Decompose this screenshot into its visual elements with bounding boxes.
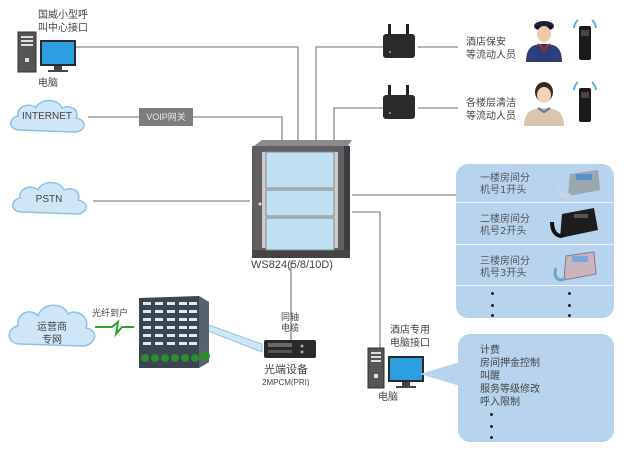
carrier-cloud-icon (8, 304, 96, 347)
features-panel: 计费 房间押金控制 叫醒 服务等级修改 呼入限制 (458, 334, 614, 442)
top-pc-label: 电脑 (38, 78, 58, 89)
gray-desk-phone-icon (558, 170, 600, 198)
feature-item: 房间押金控制 (480, 358, 540, 369)
optical-device-model: 2MPCM(PRI) (262, 378, 310, 387)
extension-separator (456, 244, 614, 245)
carrier-label-line2: 专网 (42, 335, 62, 346)
pbx-model-label: WS824(5/8/10D) (251, 259, 333, 271)
hotel-pc-caption-line1: 酒店专用 (390, 325, 430, 336)
extension-row-3-line2: 机号3开头 (480, 268, 527, 279)
coax-label-line1: 同轴 (281, 313, 300, 323)
wire-voip (192, 116, 283, 140)
voip-gateway-box: VOIP网关 (139, 108, 193, 126)
pstn-cloud-icon (12, 181, 87, 215)
extension-row-2-line2: 机号2开头 (480, 226, 527, 237)
ellipsis-dot (491, 314, 494, 317)
callout-pointer (420, 362, 460, 386)
coax-label-line2: 电缆 (281, 324, 300, 334)
extension-row-1-line2: 机号1开头 (480, 185, 527, 196)
internet-cloud-icon (10, 99, 85, 133)
wireless-group-2-line2: 等流动人员 (466, 111, 516, 122)
cleaning-staff-icon (524, 82, 564, 126)
wireless-group-1-line1: 酒店保安 (466, 37, 506, 48)
extension-separator (456, 285, 614, 286)
ellipsis-dot (568, 304, 571, 307)
wire-ap1 (315, 46, 383, 140)
extension-row-3-line1: 三楼房间分 (480, 256, 530, 267)
feature-item: 叫醒 (480, 371, 500, 382)
walkie-talkie-1-icon (573, 19, 597, 60)
top-pc-group: 国威小型呼 叫中心接口 电脑 (12, 10, 112, 90)
feature-item: 计费 (480, 345, 500, 356)
wireless-ap-2-icon (383, 85, 415, 119)
extension-row-2-line1: 二楼房间分 (480, 214, 530, 225)
hotel-pc-label: 电脑 (378, 392, 398, 403)
black-desk-phone-icon (550, 208, 598, 238)
desktop-computer-icon (17, 31, 76, 73)
fiber-label: 光纤到户 (92, 309, 129, 319)
wire-top-pc (75, 46, 299, 140)
top-pc-caption-line2: 叫中心接口 (38, 23, 88, 34)
hotel-building-icon (139, 296, 210, 368)
hotel-desktop-computer-icon (367, 347, 424, 389)
wireless-group-1-line2: 等流动人员 (466, 50, 516, 61)
optical-terminal-device-icon (264, 340, 316, 358)
extension-separator (456, 202, 614, 203)
ellipsis-dot (568, 292, 571, 295)
security-guard-icon (526, 21, 562, 62)
feature-item: 服务等级修改 (480, 384, 540, 395)
pbx-cabinet-icon (252, 140, 352, 258)
top-pc-caption-line1: 国威小型呼 (38, 10, 88, 21)
ellipsis-dot (490, 436, 493, 439)
wireless-group-2-line1: 各楼层清洁 (466, 98, 516, 109)
ellipsis-dot (491, 304, 494, 307)
ellipsis-dot (490, 425, 493, 428)
ellipsis-dot (568, 314, 571, 317)
pink-desk-phone-icon (553, 251, 597, 282)
optical-device-name: 光端设备 (264, 363, 308, 376)
wireless-ap-1-icon (383, 24, 415, 58)
carrier-label-line1: 运营商 (37, 322, 67, 333)
ellipsis-dot (491, 292, 494, 295)
fiber-link (95, 319, 134, 338)
ellipsis-dot (490, 413, 493, 416)
pstn-label: PSTN (35, 194, 63, 205)
hotel-pc-caption-line2: 电脑接口 (390, 338, 430, 349)
walkie-talkie-2-icon (573, 81, 597, 122)
extension-row-1-line1: 一楼房间分 (480, 173, 530, 184)
wire-hotel-pc (352, 211, 381, 350)
feature-item: 呼入限制 (480, 397, 520, 408)
wire-ap2 (333, 107, 383, 140)
internet-label: INTERNET (22, 111, 72, 122)
